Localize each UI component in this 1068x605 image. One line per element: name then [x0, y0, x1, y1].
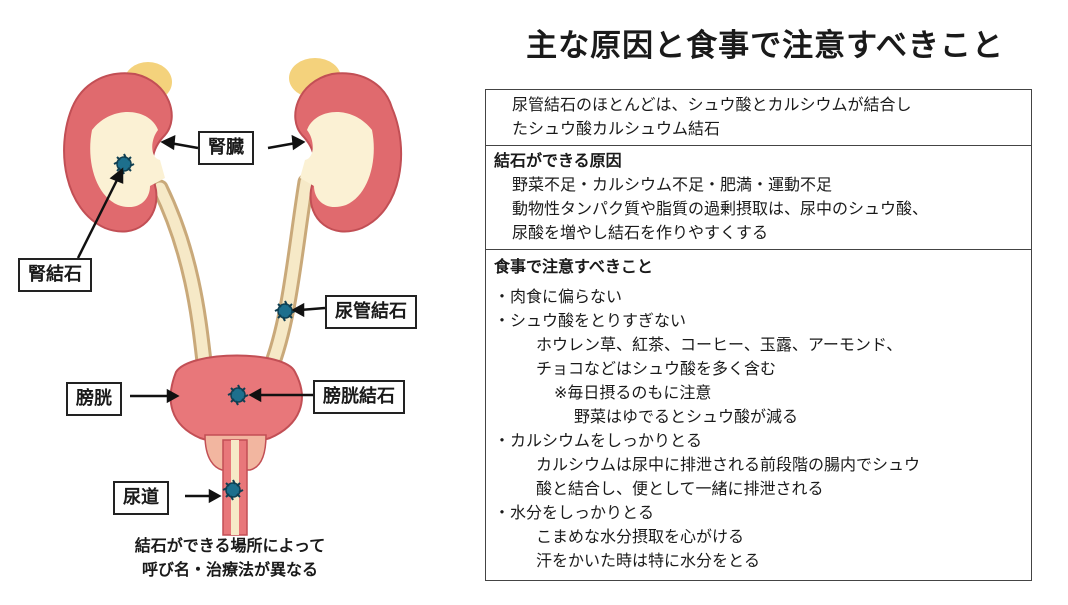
diet-item: ホウレン草、紅茶、コーヒー、玉露、アーモンド、 — [536, 335, 903, 354]
diet-section: 食事で注意すべきこと ・肉食に偏らない・シュウ酸をとりすぎないホウレン草、紅茶、… — [486, 250, 1031, 577]
info-panel: 尿管結石のほとんどは、シュウ酸とカルシウムが結合し たシュウ酸カルシュウム結石 … — [485, 89, 1032, 581]
diet-item: ・カルシウムをしっかりとる — [494, 431, 703, 450]
urethra-stone-mark — [222, 479, 244, 501]
label-ureter-stone: 尿管結石 — [325, 295, 417, 329]
diet-list: ・肉食に偏らない・シュウ酸をとりすぎないホウレン草、紅茶、コーヒー、玉露、アーモ… — [494, 285, 1023, 573]
diet-item: カルシウムは尿中に排泄される前段階の腸内でシュウ — [536, 455, 921, 474]
diagram-caption: 結石ができる場所によって 呼び名・治療法が異なる — [60, 534, 400, 582]
intro-line: たシュウ酸カルシュウム結石 — [512, 119, 721, 138]
caption-line: 結石ができる場所によって — [134, 536, 326, 555]
diet-item: チョコなどはシュウ酸を多く含む — [536, 359, 777, 378]
label-bladder: 膀胱 — [66, 382, 122, 416]
caption-line: 呼び名・治療法が異なる — [141, 560, 318, 579]
kidney-stone-mark — [113, 153, 135, 175]
urinary-tract-illustration — [63, 58, 403, 536]
label-kidney-stone: 腎結石 — [18, 258, 92, 292]
urinary-tract-diagram: 腎臓 腎結石 尿管結石 膀胱 膀胱結石 尿道 結石ができる場所によって 呼び名・… — [0, 0, 470, 601]
diet-item: ・肉食に偏らない — [494, 287, 623, 306]
diet-item: 汗をかいた時は特に水分をとる — [536, 551, 761, 570]
label-bladder-stone: 膀胱結石 — [313, 380, 405, 414]
diet-item: ・シュウ酸をとりすぎない — [494, 311, 687, 330]
arrow-kidney-left — [169, 141, 199, 150]
arrow-kidney-stone — [76, 177, 120, 259]
diet-item: ・水分をしっかりとる — [494, 503, 655, 522]
cause-line: 野菜不足・カルシウム不足・肥満・運動不足 — [512, 175, 833, 194]
diet-item: ※毎日摂るのもに注意 — [554, 383, 712, 402]
cause-line: 動物性タンパク質や脂質の過剰摂取は、尿中のシュウ酸、 — [512, 199, 929, 218]
diet-heading: 食事で注意すべきこと — [494, 257, 653, 276]
label-kidney: 腎臓 — [198, 131, 254, 165]
right-ureter — [264, 176, 312, 376]
ureter-stone-mark — [274, 300, 296, 322]
cause-line: 尿酸を増やし結石を作りやすくする — [512, 223, 769, 242]
intro-section: 尿管結石のほとんどは、シュウ酸とカルシウムが結合し たシュウ酸カルシュウム結石 — [486, 90, 1031, 146]
bladder-stone-mark — [227, 384, 249, 406]
cause-section: 結石ができる原因 野菜不足・カルシウム不足・肥満・運動不足 動物性タンパク質や脂… — [486, 146, 1031, 250]
diet-item: 酸と結合し、便として一緒に排泄される — [536, 479, 824, 498]
intro-line: 尿管結石のほとんどは、シュウ酸とカルシウムが結合し — [512, 95, 912, 114]
diet-item: こまめな水分摂取を心がける — [536, 527, 745, 546]
cause-heading: 結石ができる原因 — [494, 151, 622, 170]
label-urethra: 尿道 — [113, 481, 169, 515]
left-ureter — [154, 182, 211, 376]
arrow-kidney-right — [267, 141, 297, 150]
diet-item: 野菜はゆでるとシュウ酸が減る — [574, 407, 799, 426]
page-title: 主な原因と食事で注意すべきこと — [526, 28, 1004, 64]
right-renal-pelvis — [300, 111, 374, 208]
